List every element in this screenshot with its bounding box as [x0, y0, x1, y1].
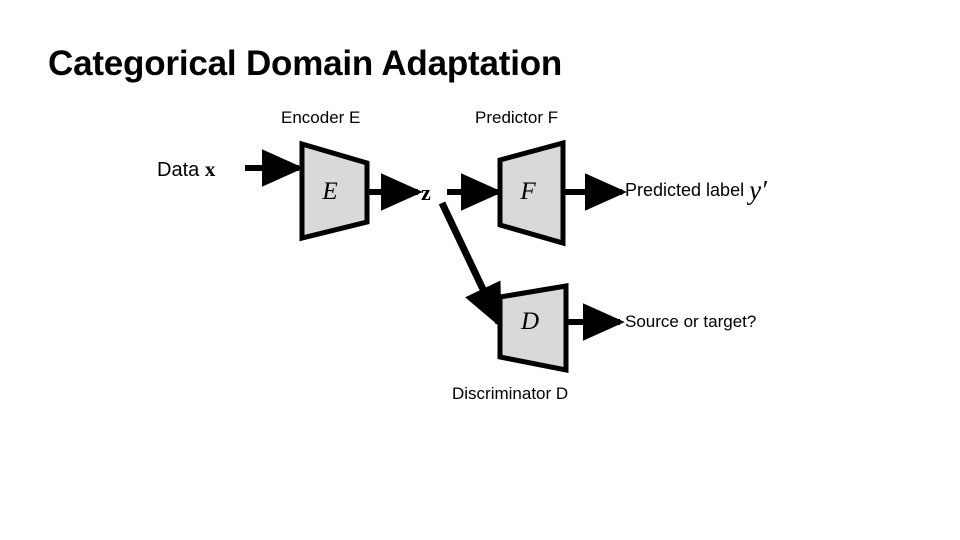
arrow-latent-to-discriminator: [438, 201, 503, 329]
data-input-variable: x: [204, 157, 216, 181]
predicted-label-text: Predicted label: [625, 180, 745, 200]
discriminator-output-label: Source or target?: [625, 312, 757, 331]
discriminator-caption: Discriminator D: [452, 384, 569, 403]
page-title: Categorical Domain Adaptation: [48, 44, 563, 83]
latent-variable-label: z: [421, 180, 431, 205]
discriminator-block-shape: [497, 283, 569, 374]
encoder-block-shape: [299, 140, 370, 242]
discriminator-block-letter: D: [520, 308, 540, 335]
data-input-label: Data x: [157, 157, 215, 182]
data-input-text: Data: [157, 159, 200, 181]
predicted-label-variable: y′: [749, 175, 767, 205]
predictor-block-letter: F: [520, 178, 536, 205]
encoder-block-letter: E: [322, 178, 338, 205]
predictor-caption: Predictor F: [475, 108, 559, 127]
encoder-caption: Encoder E: [281, 108, 361, 127]
